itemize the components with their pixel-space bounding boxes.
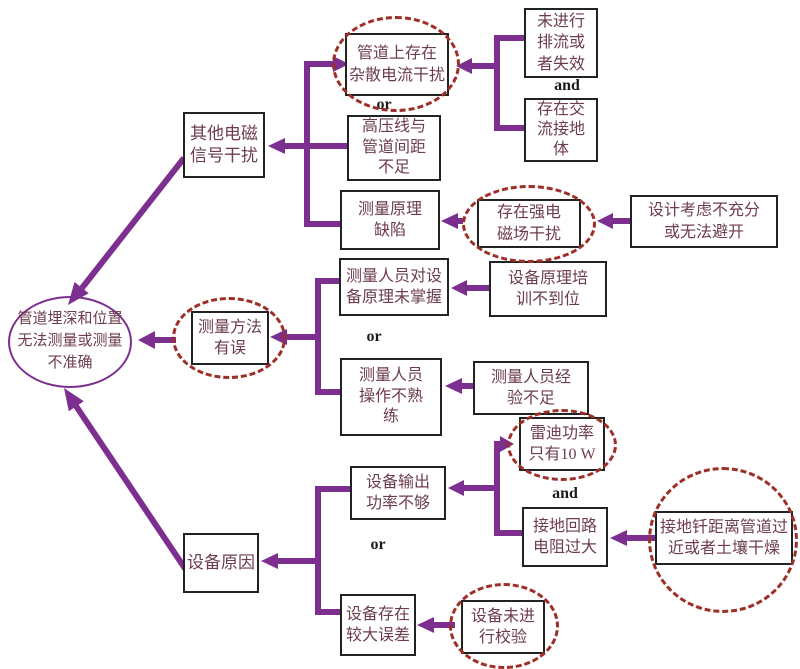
node-no-drainage: 未进行 排流或 者失效	[524, 8, 598, 78]
arrowhead-into-unskilled	[445, 378, 462, 394]
arrow-equipment-to-root	[73, 404, 189, 572]
arrowhead-into-output-power	[448, 480, 464, 496]
arrow-emi-to-root	[79, 156, 187, 290]
ellipse-ground-stake-highlight	[648, 467, 798, 613]
label-or-3: or	[370, 536, 386, 553]
node-root: 管道埋深和位置 无法测量或测量 不准确	[8, 296, 132, 388]
label-or-2: or	[366, 328, 382, 345]
arrowhead-into-large-error	[417, 617, 434, 633]
arrowhead-into-unfamiliar	[451, 280, 467, 296]
node-loop-resistance: 接地回路 电阻过大	[522, 507, 608, 567]
arrowhead-into-principle	[441, 213, 458, 229]
arrowhead-into-loop-resistance	[610, 530, 627, 546]
node-unfamiliar: 测量人员对设 备原理未掌握	[339, 258, 449, 316]
arrowhead-method-to-root	[138, 331, 155, 349]
node-design: 设计考虑不充分 或无法避开	[630, 195, 778, 248]
node-emi: 其他电磁 信号干扰	[183, 112, 265, 178]
node-hv-line: 高压线与 管道间距 不足	[347, 115, 441, 181]
bracket-equipment-children	[315, 486, 350, 615]
node-principle-defect: 测量原理 缺陷	[340, 190, 440, 250]
arrowhead-into-stray-right	[456, 58, 472, 74]
node-training: 设备原理培 训不到位	[489, 261, 607, 317]
node-equipment: 设备原因	[183, 533, 259, 593]
label-and-1: and	[554, 77, 580, 94]
arrowhead-into-strong-field	[597, 213, 613, 229]
bracket-method-children	[315, 278, 340, 395]
arrowhead-equipment-to-root	[64, 388, 84, 412]
arrowhead-into-equipment	[261, 553, 278, 569]
node-output-power: 设备输出 功率不够	[350, 466, 446, 520]
node-large-error: 设备存在 较大误差	[340, 594, 416, 656]
label-and-2: and	[552, 485, 578, 502]
ellipse-not-calibrated-highlight	[449, 583, 559, 669]
bracket-and-top	[494, 35, 524, 131]
arrowhead-into-emi	[268, 138, 285, 154]
ellipse-method-highlight	[172, 297, 286, 379]
ellipse-strong-field-highlight	[462, 185, 596, 263]
node-inexperience: 测量人员经 验不足	[473, 361, 589, 415]
node-unskilled: 测量人员 操作不熟 练	[340, 358, 442, 436]
ellipse-stray-current-highlight	[332, 16, 460, 112]
ellipse-radiodetection-highlight	[507, 409, 617, 481]
node-ac-ground: 存在交 流接地 体	[524, 98, 598, 162]
